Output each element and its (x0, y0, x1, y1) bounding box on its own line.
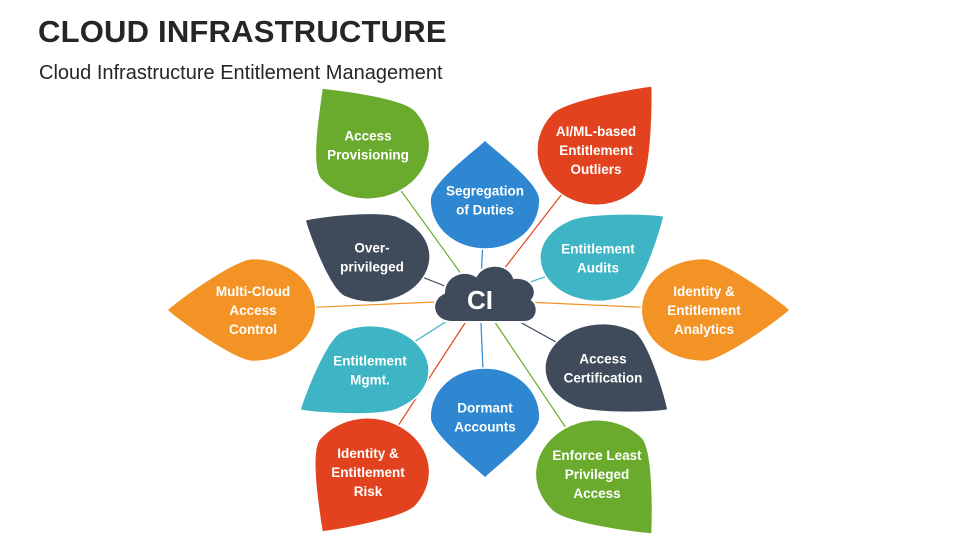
leaf-shape-dormant-accounts (429, 367, 541, 480)
leaf-label-line: Control (229, 322, 277, 337)
slide-subtitle: Cloud Infrastructure Entitlement Managem… (39, 62, 443, 84)
leaf-label-line: Privileged (565, 467, 630, 482)
leaf-label-line: Entitlement (667, 303, 741, 318)
leaf-label-line: Entitlement (561, 242, 635, 257)
leaf-label-line: Access (573, 486, 620, 501)
cloud-icon (433, 264, 538, 323)
leaf-label-line: Access (579, 352, 626, 367)
leaf-shape-enforce-least-privileged-access (534, 419, 654, 535)
leaf-label-line: of Duties (456, 203, 514, 218)
leaf-segregation-of-duties: Segregation of Duties (429, 138, 541, 250)
leaf-label-line: Mgmt. (350, 373, 390, 388)
leaf-label-line: Entitlement (331, 465, 405, 480)
leaf-label-line: Entitlement (333, 354, 407, 369)
slide-title: CLOUD INFRASTRUCTURE (38, 14, 447, 49)
leaf-label-line: Entitlement (559, 143, 633, 158)
leaf-label-line: Access (229, 303, 276, 318)
leaf-label-line: Analytics (674, 322, 734, 337)
leaf-shape-identity-entitlement-risk (314, 417, 431, 533)
leaf-label-line: Identity & (337, 446, 399, 461)
leaf-label-line: Risk (354, 484, 383, 499)
leaf-label-line: Over- (354, 241, 389, 256)
leaf-shape-multi-cloud-access-control (165, 257, 317, 363)
leaf-shape-over-privileged (304, 212, 431, 304)
leaf-shape-entitlement-audits (539, 213, 665, 303)
leaf-shape-ai-ml-outliers (536, 85, 654, 206)
leaf-shape-access-certification (544, 322, 669, 414)
leaf-shape-segregation-of-duties (429, 138, 541, 250)
leaf-label-line: AI/ML-based (556, 124, 636, 139)
leaf-label-line: Provisioning (327, 148, 409, 163)
leaf-label-line: Accounts (454, 420, 516, 435)
leaf-label-line: Dormant (457, 401, 513, 416)
leaf-shape-access-provisioning (314, 87, 431, 200)
leaf-label-line: Access (344, 129, 391, 144)
central-hub: CI (433, 264, 538, 323)
leaf-label-line: Identity & (673, 284, 735, 299)
leaf-over-privileged: Over-privileged (304, 212, 431, 304)
leaf-label-line: privileged (340, 260, 404, 275)
leaf-label-segregation-of-duties: Segregation of Duties (446, 184, 524, 218)
leaf-label-line: Certification (564, 371, 643, 386)
leaf-label-line: Enforce Least (552, 448, 642, 463)
hub-label: CI (467, 285, 493, 315)
leaf-label-line: Audits (577, 261, 619, 276)
leaf-label-over-privileged: Over-privileged (340, 241, 404, 275)
leaf-label-line: Multi-Cloud (216, 284, 290, 299)
leaf-label-line: Segregation (446, 184, 524, 199)
leaf-shape-entitlement-mgmt (299, 324, 430, 415)
leaf-label-line: Outliers (570, 162, 621, 177)
leaf-shape-identity-entitlement-analytics (640, 257, 792, 363)
